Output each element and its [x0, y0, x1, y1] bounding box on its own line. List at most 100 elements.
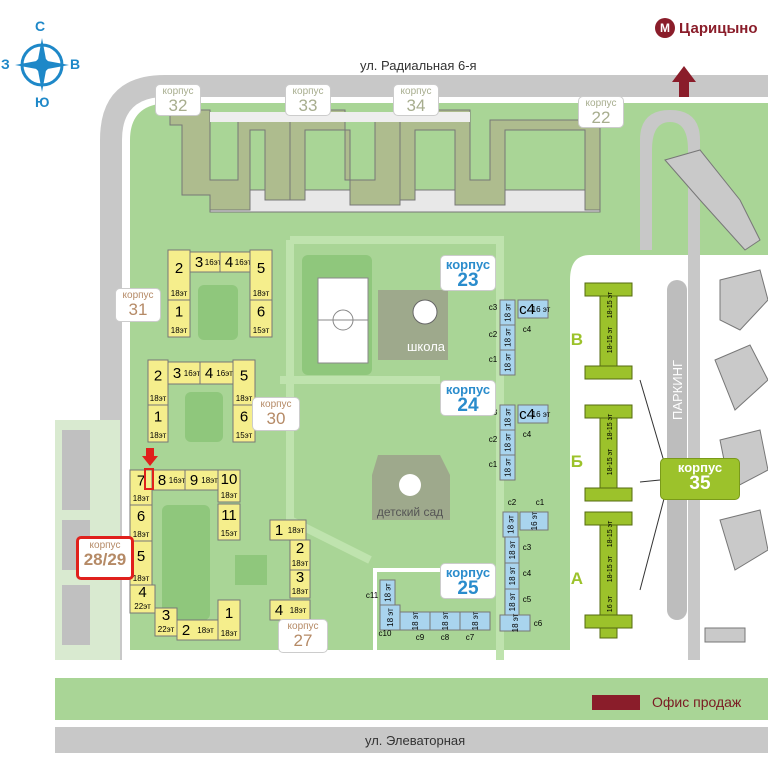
korpus-word: корпус	[445, 382, 491, 397]
section-code: с3	[523, 543, 532, 552]
building-section[interactable]: 18 эт	[499, 429, 516, 456]
building-section[interactable]: 16 эт	[519, 511, 549, 531]
building-section[interactable]: 18 эт	[379, 604, 401, 631]
section-floors: 16эт	[169, 476, 186, 485]
section-floors: 18эт	[150, 431, 167, 440]
building-section[interactable]: 18 эт	[499, 404, 516, 431]
building-letter: В	[571, 330, 583, 349]
section-code: с7	[466, 633, 475, 642]
section-floors: 18 эт	[507, 515, 516, 534]
section-number: с4	[519, 406, 535, 423]
building-section[interactable]: 18 эт	[499, 454, 516, 481]
section-number: с4	[519, 301, 535, 318]
building-section[interactable]: 18 эт	[499, 613, 531, 632]
section-code: с3	[489, 303, 498, 312]
section-floors: 18эт	[292, 559, 309, 568]
building-section[interactable]: 18 эт	[504, 562, 520, 590]
building-section[interactable]: 18 эт	[502, 511, 519, 538]
building-section[interactable]: 18 эт	[504, 536, 520, 564]
section-floors: 18эт	[171, 289, 188, 298]
section-number: 1	[275, 522, 283, 539]
metro-station[interactable]: М Царицыно	[655, 18, 758, 38]
section-floors: 18-15 эт	[607, 291, 614, 318]
korpus-word: корпус	[445, 257, 491, 272]
building-section[interactable]: 18 эт	[499, 299, 516, 326]
building-section[interactable]: 18 эт	[499, 324, 516, 351]
section-floors: 16эт	[205, 258, 222, 267]
section-floors: 18 эт	[471, 611, 480, 630]
section-number: 5	[240, 368, 248, 385]
compass-north: С	[35, 18, 46, 34]
section-code: с11	[366, 591, 379, 600]
section-floors: 18эт	[133, 530, 150, 539]
section-floors: 15эт	[221, 529, 238, 538]
school-label: школа	[407, 339, 446, 354]
korpus-word: корпус	[260, 399, 292, 410]
section-floors: 22эт	[134, 602, 151, 611]
korpus-word: корпус	[287, 621, 319, 632]
building-section[interactable]: 18 эт	[379, 579, 396, 606]
highlighted-section	[144, 468, 154, 490]
section-code: с2	[489, 435, 498, 444]
section-number: 1	[175, 304, 183, 321]
korpus-word: корпус	[292, 86, 324, 97]
building-section[interactable]: 18 эт	[399, 611, 431, 631]
neighbour-buildings-right	[664, 149, 768, 643]
building-section[interactable]: 18 эт	[429, 611, 461, 631]
compass-rose-icon	[15, 38, 69, 92]
building-section[interactable]: 18 эт	[499, 349, 516, 376]
korpus-number: 24	[457, 395, 479, 416]
compass-west: З	[1, 56, 10, 72]
section-floors: 22эт	[158, 625, 175, 634]
building-section[interactable]: 18 эт	[504, 588, 520, 616]
building-section[interactable]: 18 эт	[459, 611, 491, 631]
compass-east: В	[70, 56, 81, 72]
section-floors: 16эт	[216, 369, 233, 378]
korpus-word: корпус	[400, 86, 432, 97]
korpus-number: 27	[293, 631, 313, 650]
